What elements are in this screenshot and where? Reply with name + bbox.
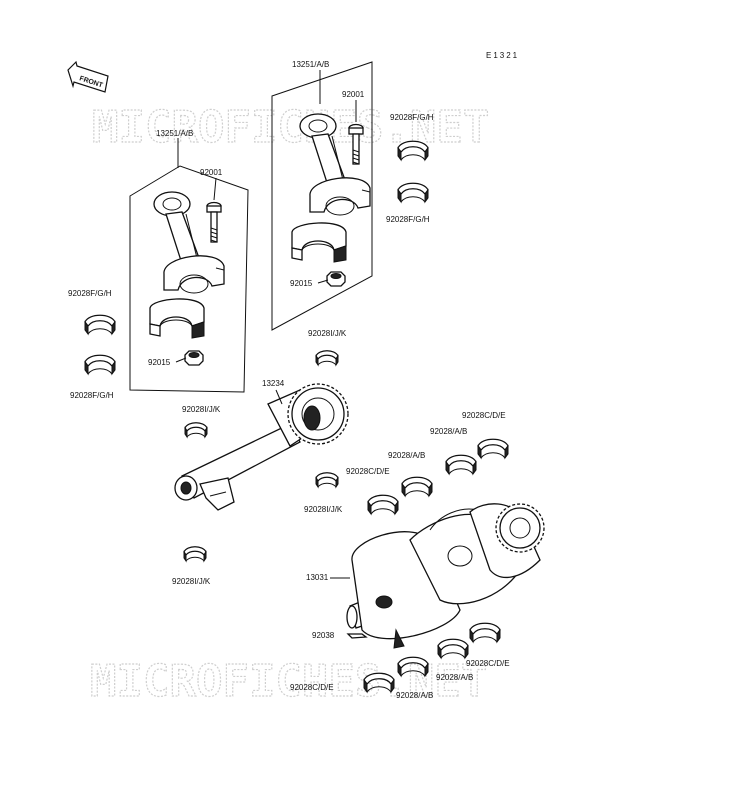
balancer-bearing-2 — [184, 422, 208, 438]
main-bearing-cde-3 — [469, 622, 501, 643]
label-bal-bearing-1: 92028I/J/K — [308, 329, 347, 338]
rod-frame-right — [271, 61, 373, 331]
main-bearing-ab-2 — [445, 454, 477, 475]
crank-key — [346, 633, 368, 639]
rod-bearing-right-lower — [397, 182, 429, 203]
label-rod-left: 13251/A/B — [156, 129, 193, 138]
main-bearing-cde-1 — [367, 494, 399, 515]
label-main-cde-2: 92028C/D/E — [462, 411, 506, 420]
rod-bolt-left — [206, 201, 222, 243]
label-bolt-right: 92001 — [342, 90, 365, 99]
main-bearing-cde-2 — [477, 438, 509, 459]
rod-nut-right — [326, 271, 346, 287]
label-bal-bearing-3: 92028I/J/K — [304, 505, 343, 514]
label-main-cde-1: 92028C/D/E — [346, 467, 390, 476]
label-bearing-rod-l-top: 92028F/G/H — [68, 289, 112, 298]
label-key: 92038 — [312, 631, 335, 640]
label-main-ab-4: 92028/A/B — [396, 691, 433, 700]
label-main-ab-3: 92028/A/B — [436, 673, 473, 682]
front-arrow-icon: FRONT — [67, 60, 109, 93]
rod-nut-left — [184, 350, 204, 366]
balancer-bearing-4 — [183, 546, 207, 562]
label-bolt-left: 92001 — [200, 168, 223, 177]
label-bearing-rod-r-bot: 92028F/G/H — [386, 215, 430, 224]
label-main-ab-1: 92028/A/B — [388, 451, 425, 460]
main-bearing-ab-1 — [401, 476, 433, 497]
rod-frame-left — [129, 165, 249, 393]
label-main-ab-2: 92028/A/B — [430, 427, 467, 436]
balancer-bearing-3 — [315, 472, 339, 488]
rod-cap-left — [149, 298, 205, 339]
crankshaft — [346, 503, 545, 649]
balancer-shaft — [174, 383, 349, 511]
label-main-cde-3: 92028C/D/E — [466, 659, 510, 668]
label-bearing-rod-r-top: 92028F/G/H — [390, 113, 434, 122]
label-main-cde-4: 92028C/D/E — [290, 683, 334, 692]
balancer-bearing-1 — [315, 350, 339, 366]
label-nut-right: 92015 — [290, 279, 313, 288]
label-crankshaft: 13031 — [306, 573, 329, 582]
rod-bearing-left-upper — [84, 314, 116, 335]
label-rod-right: 13251/A/B — [292, 60, 329, 69]
rod-bearing-left-lower — [84, 354, 116, 375]
rod-cap-right — [291, 222, 347, 263]
label-nut-left: 92015 — [148, 358, 171, 367]
label-bearing-rod-l-bot: 92028F/G/H — [70, 391, 114, 400]
label-bal-bearing-2: 92028I/J/K — [182, 405, 221, 414]
label-balancer: 13234 — [262, 379, 285, 388]
label-bal-bearing-4: 92028I/J/K — [172, 577, 211, 586]
watermark-top: MICROFICHES.NET — [92, 102, 489, 153]
diagram-code: E1321 — [486, 51, 519, 60]
